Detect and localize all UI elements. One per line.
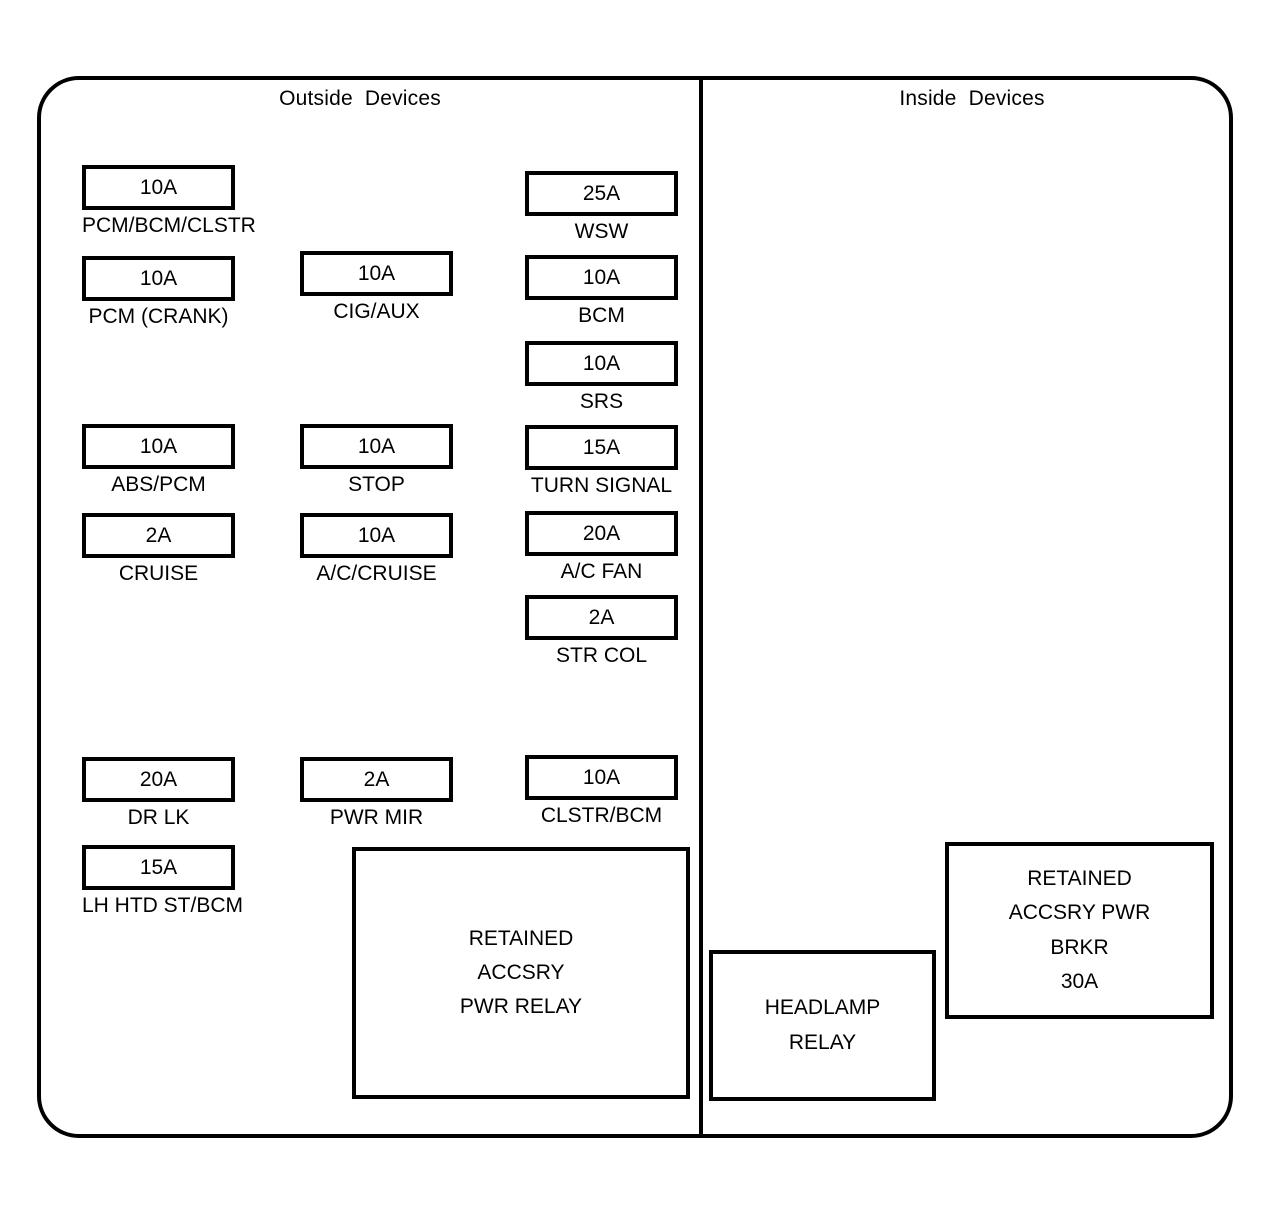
fuse-amperage: 15A	[582, 436, 621, 459]
fuse-label: A/C/CRUISE	[316, 562, 437, 585]
fuse-amperage: 10A	[357, 524, 396, 547]
fuse-label: WSW	[574, 220, 629, 243]
fuse-box[interactable]: 10A	[525, 255, 678, 300]
fuse-amperage: 10A	[357, 435, 396, 458]
fuse-panel-outline	[37, 76, 1233, 1138]
fuse-amperage: 20A	[139, 768, 178, 791]
outside-devices-word-1: Outside	[279, 87, 353, 110]
fuse-slot[interactable]: 25A WSW	[525, 171, 678, 243]
fuse-amperage: 20A	[582, 522, 621, 545]
fuse-slot[interactable]: 10A SRS	[525, 341, 678, 413]
fuse-box[interactable]: 10A	[525, 341, 678, 386]
fuse-amperage: 10A	[139, 176, 178, 199]
headlamp-relay[interactable]: HEADLAMP RELAY	[709, 950, 936, 1101]
inside-devices-word-2: Devices	[968, 87, 1045, 110]
fuse-amperage: 2A	[588, 606, 615, 629]
fuse-amperage: 15A	[139, 856, 178, 879]
fuse-box[interactable]: 10A	[300, 251, 453, 296]
fuse-box[interactable]: 15A	[82, 845, 235, 890]
fuse-slot[interactable]: 10A A/C/CRUISE	[300, 513, 453, 585]
fuse-box[interactable]: 2A	[82, 513, 235, 558]
fuse-slot[interactable]: 10A STOP	[300, 424, 453, 496]
fuse-slot[interactable]: 2A STR COL	[525, 595, 678, 667]
inside-devices-word-1: Inside	[899, 87, 957, 110]
fuse-box[interactable]: 15A	[525, 425, 678, 470]
fuse-slot[interactable]: 2A PWR MIR	[300, 757, 453, 829]
fuse-box[interactable]: 2A	[525, 595, 678, 640]
fuse-slot[interactable]: 10A PCM (CRANK)	[82, 256, 235, 328]
fuse-amperage: 10A	[357, 262, 396, 285]
fuse-label: STOP	[348, 473, 405, 496]
fuse-amperage: 10A	[582, 766, 621, 789]
fuse-label: DR LK	[127, 806, 190, 829]
fuse-slot[interactable]: 2A CRUISE	[82, 513, 235, 585]
fuse-amperage: 10A	[582, 266, 621, 289]
fuse-slot[interactable]: 15A TURN SIGNAL	[525, 425, 678, 497]
relay-label-line: 30A	[1060, 969, 1099, 993]
relay-label-line: PWR RELAY	[459, 995, 583, 1018]
fuse-box[interactable]: 20A	[525, 511, 678, 556]
retained-accsry-pwr-brkr[interactable]: RETAINED ACCSRY PWR BRKR 30A	[945, 842, 1214, 1019]
retained-accsry-pwr-relay[interactable]: RETAINED ACCSRY PWR RELAY	[352, 847, 690, 1099]
section-title-outside-devices: Outside Devices	[279, 87, 441, 111]
fuse-slot[interactable]: 20A DR LK	[82, 757, 235, 829]
fuse-label: TURN SIGNAL	[530, 474, 673, 497]
fuse-label: CIG/AUX	[333, 300, 420, 323]
fuse-slot[interactable]: 15A LH HTD ST/BCM	[82, 845, 244, 917]
fuse-box[interactable]: 10A	[82, 256, 235, 301]
relay-label-line: BRKR	[1050, 935, 1109, 959]
relay-label-line: ACCSRY	[477, 960, 565, 984]
fuse-amperage: 25A	[582, 182, 621, 205]
fuse-slot[interactable]: 10A CLSTR/BCM	[525, 755, 678, 827]
fuse-label: STR COL	[555, 644, 647, 667]
fuse-label: A/C FAN	[560, 560, 643, 583]
fuse-label: SRS	[579, 390, 624, 413]
relay-label-line: RETAINED	[1027, 867, 1132, 891]
relay-label-line: RETAINED	[468, 926, 574, 950]
relay-label-line: ACCSRY PWR	[1008, 901, 1151, 925]
fuse-label: CLSTR/BCM	[540, 804, 663, 827]
fuse-slot[interactable]: 20A A/C FAN	[525, 511, 678, 583]
fuse-amperage: 10A	[139, 435, 178, 458]
fuse-box[interactable]: 10A	[82, 165, 235, 210]
fuse-box[interactable]: 10A	[82, 424, 235, 469]
fuse-label: PCM (CRANK)	[88, 305, 229, 328]
panel-divider	[699, 76, 703, 1138]
fuse-amperage: 10A	[582, 352, 621, 375]
fuse-box[interactable]: 10A	[525, 755, 678, 800]
fuse-amperage: 10A	[139, 267, 178, 290]
fuse-slot[interactable]: 10A CIG/AUX	[300, 251, 453, 323]
fuse-label: CRUISE	[118, 562, 199, 585]
fuse-slot[interactable]: 10A BCM	[525, 255, 678, 327]
fuse-box[interactable]: 2A	[300, 757, 453, 802]
fuse-amperage: 2A	[363, 768, 390, 791]
fuse-slot[interactable]: 10A PCM/BCM/CLSTR	[82, 165, 256, 237]
fuse-slot[interactable]: 10A ABS/PCM	[82, 424, 235, 496]
section-title-inside-devices: Inside Devices	[899, 87, 1044, 111]
relay-label-line: HEADLAMP	[764, 996, 881, 1020]
fuse-label: ABS/PCM	[111, 473, 206, 496]
fuse-box[interactable]: 20A	[82, 757, 235, 802]
fuse-label: PWR MIR	[329, 806, 424, 829]
fuse-box[interactable]: 10A	[300, 513, 453, 558]
fuse-label: BCM	[578, 304, 625, 327]
fuse-amperage: 2A	[145, 524, 172, 547]
fuse-box[interactable]: 25A	[525, 171, 678, 216]
fuse-label: PCM/BCM/CLSTR	[82, 214, 256, 237]
outside-devices-word-2: Devices	[364, 87, 441, 110]
fuse-label: LH HTD ST/BCM	[82, 894, 244, 917]
fuse-box[interactable]: 10A	[300, 424, 453, 469]
relay-label-line: RELAY	[788, 1030, 857, 1054]
